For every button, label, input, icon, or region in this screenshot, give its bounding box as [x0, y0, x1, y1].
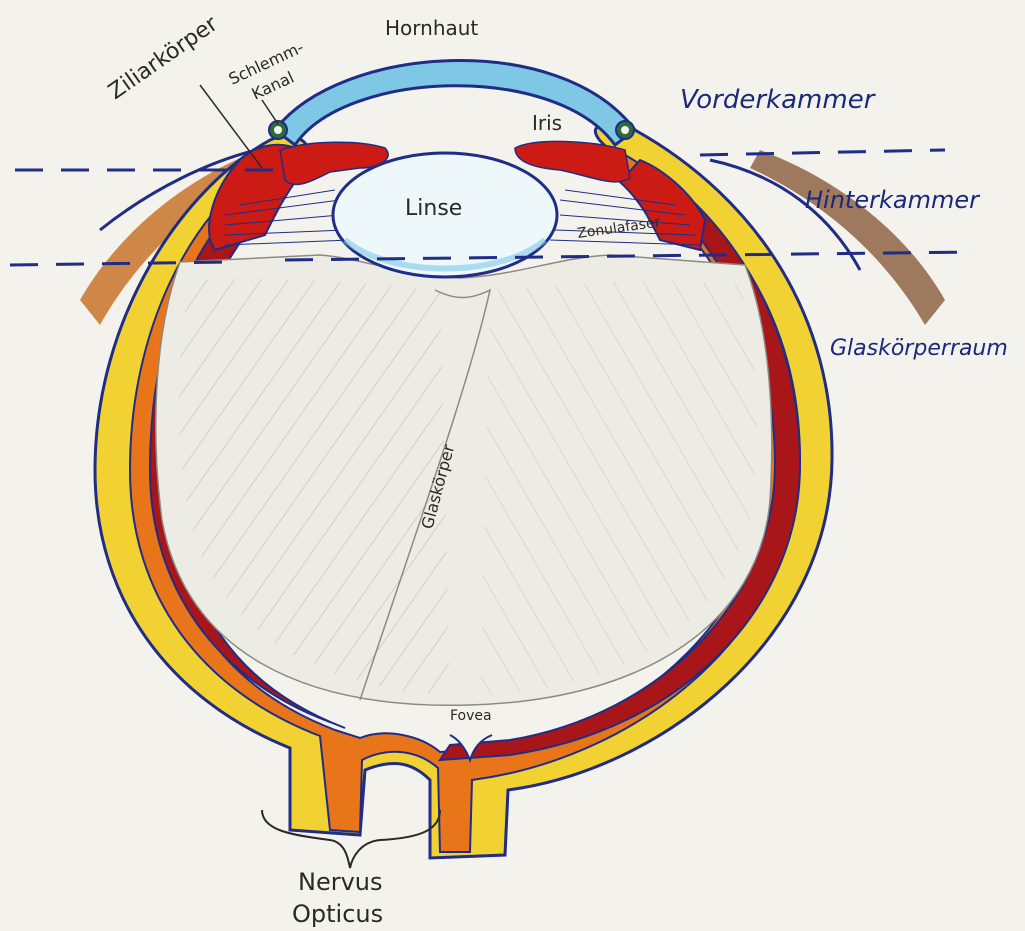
label-opticus: Opticus	[292, 900, 383, 928]
label-linse: Linse	[405, 196, 462, 221]
label-zonulafaser: Zonulafaser	[576, 214, 661, 242]
region-vorderkammer: Vorderkammer	[680, 85, 877, 115]
label-nervus: Nervus	[298, 868, 383, 896]
region-hinterkammer: Hinterkammer	[805, 186, 981, 214]
label-hornhaut: Hornhaut	[385, 16, 478, 40]
label-ziliarkoerper: Ziliarkörper	[104, 11, 223, 105]
label-iris: Iris	[532, 111, 562, 135]
label-fovea: Fovea	[450, 708, 492, 724]
schlemm-leader	[262, 100, 278, 124]
cornea	[275, 61, 635, 145]
region-glaskoerperraum: Glaskörperraum	[830, 336, 1008, 361]
ziliar-leader	[200, 85, 262, 168]
